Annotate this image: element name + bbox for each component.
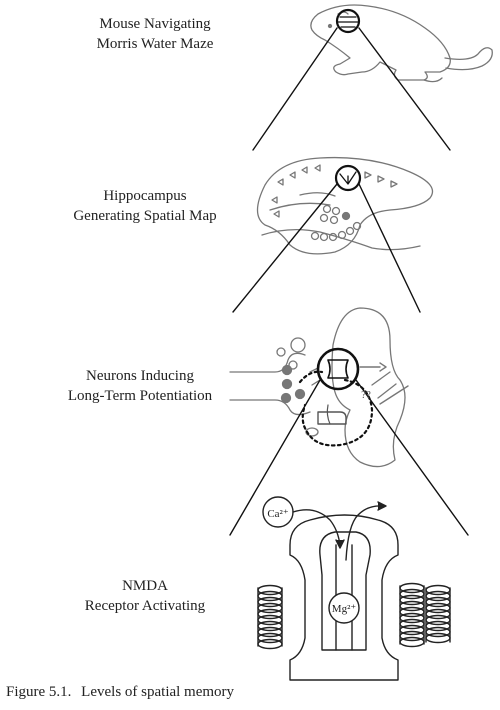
level-label-hippocampus: Hippocampus Generating Spatial Map [73, 188, 217, 224]
magnesium-label: Mg²⁺ [332, 603, 357, 615]
figure-caption: Figure 5.1. Levels of spatial memory [6, 684, 240, 701]
magnesium-ion [328, 592, 360, 624]
mouse-head-highlight [335, 8, 361, 34]
figure-number: Figure 5.1. [6, 684, 72, 700]
synapse-highlight [316, 347, 360, 391]
level-label-mouse: Mouse Navigating Morris Water Maze [96, 16, 214, 52]
nmda-receptor-illustration [257, 496, 451, 681]
hippocampus-illustration [256, 156, 434, 255]
synapse-illustration [229, 307, 406, 468]
level-label-neurons: Neurons Inducing Long-Term Potentiation [67, 368, 213, 404]
figure-title: Levels of spatial memory [81, 684, 235, 700]
question-marks: ?? [361, 389, 371, 401]
membrane-coil-left [257, 584, 283, 650]
level-label-nmda: NMDA Receptor Activating [84, 578, 206, 614]
membrane-coil-right [399, 582, 451, 648]
hippocampus-highlight [334, 164, 362, 192]
calcium-label: Ca²⁺ [267, 508, 289, 520]
